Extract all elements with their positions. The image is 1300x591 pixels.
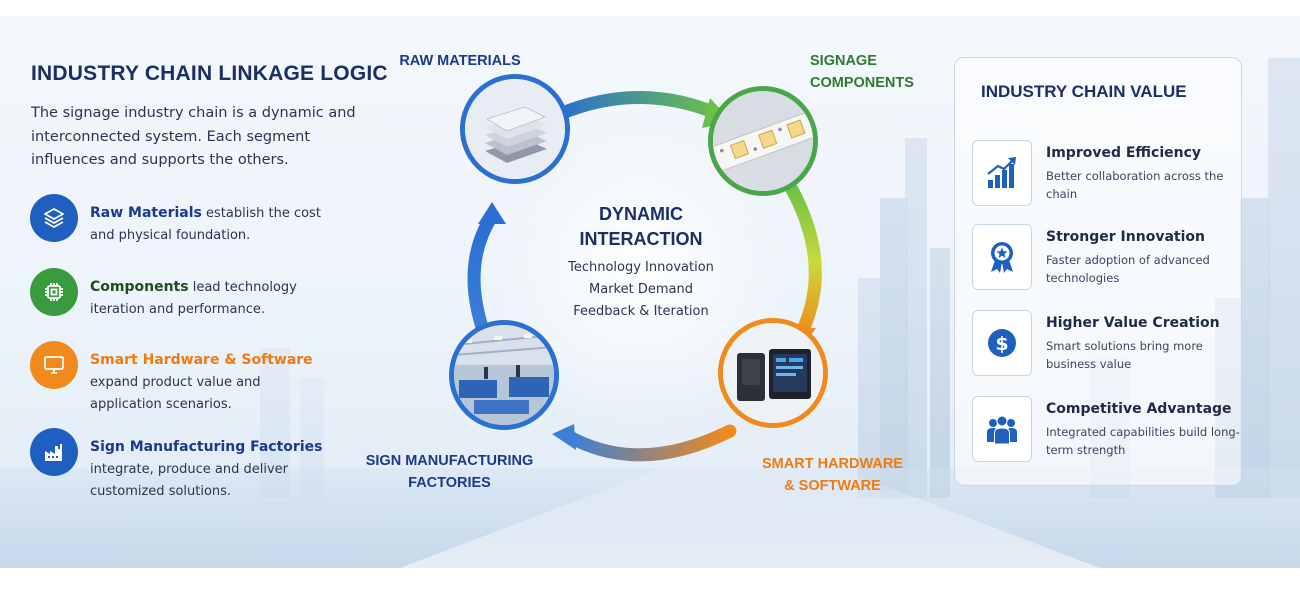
- team-icon: [972, 396, 1032, 462]
- segment-name: Raw Materials: [90, 205, 202, 221]
- node-label-raw-materials: RAW MATERIALS: [399, 53, 521, 69]
- value-item-title: Stronger Innovation: [1046, 229, 1205, 245]
- layers-icon: [30, 194, 78, 242]
- segment-desc: expand product value and application sce…: [90, 375, 261, 412]
- segment-desc: integrate, produce and deliver customize…: [90, 462, 289, 499]
- node-label-smart-hardware: SMART HARDWARE & SOFTWARE: [762, 456, 903, 494]
- factory-icon: [30, 428, 78, 476]
- page-title: INDUSTRY CHAIN LINKAGE LOGIC: [31, 62, 388, 85]
- segment-desc: establish the cost and physical foundati…: [90, 206, 321, 243]
- controller-devices-illustration: [723, 323, 823, 423]
- value-item-title: Higher Value Creation: [1046, 315, 1220, 331]
- value-item-title: Competitive Advantage: [1046, 401, 1232, 417]
- arrow-factories-to-raw: [467, 209, 499, 343]
- center-glow: [490, 126, 790, 426]
- arrow-raw-to-components: [553, 91, 725, 121]
- node-label-sign-factories: SIGN MANUFACTURING FACTORIES: [365, 453, 534, 491]
- segment-name: Sign Manufacturing Factories: [90, 439, 323, 455]
- svg-text:$: $: [995, 333, 1008, 355]
- award-ribbon-icon: [972, 224, 1032, 290]
- center-title: DYNAMIC INTERACTION: [579, 204, 703, 249]
- segment-desc: lead technology iteration and performanc…: [90, 280, 297, 317]
- center-item: Technology Innovation: [568, 260, 714, 275]
- segment-name: Smart Hardware & Software: [90, 352, 313, 368]
- center-item: Market Demand: [589, 282, 693, 297]
- city-skyline-background: [0, 16, 1300, 568]
- value-title: INDUSTRY CHAIN VALUE: [981, 82, 1187, 101]
- center-item: Feedback & Iteration: [573, 304, 709, 319]
- factory-floor-illustration: [454, 325, 554, 425]
- node-signage-components: [708, 86, 818, 196]
- node-raw-materials: [460, 74, 570, 184]
- arrow-components-to-hardware: [783, 179, 822, 343]
- intro-text: The signage industry chain is a dynamic …: [31, 105, 356, 168]
- node-sign-factories: [449, 320, 559, 430]
- led-strip-illustration: [713, 91, 813, 191]
- value-item-desc: Faster adoption of advanced technologies: [1046, 253, 1210, 285]
- segment-name: Components: [90, 279, 189, 295]
- value-item-desc: Better collaboration across the chain: [1046, 169, 1224, 201]
- value-item-desc: Smart solutions bring more business valu…: [1046, 339, 1203, 371]
- growth-chart-icon: [972, 140, 1032, 206]
- value-item-title: Improved Efficiency: [1046, 145, 1202, 161]
- node-smart-hardware: [718, 318, 828, 428]
- infographic-canvas: INDUSTRY CHAIN LINKAGE LOGIC The signage…: [0, 16, 1300, 568]
- center-list: Technology Innovation Market Demand Feed…: [551, 257, 731, 323]
- metal-sheets-illustration: [465, 79, 565, 179]
- value-panel: INDUSTRY CHAIN VALUE Improved Efficiency…: [954, 57, 1242, 486]
- node-label-signage-components: SIGNAGE COMPONENTS: [810, 53, 914, 91]
- value-item-desc: Integrated capabilities build long-term …: [1046, 425, 1240, 457]
- monitor-icon: [30, 341, 78, 389]
- dollar-icon: $: [972, 310, 1032, 376]
- chip-icon: [30, 268, 78, 316]
- arrow-hardware-to-factories: [561, 424, 737, 462]
- arrow-head-raw: [478, 202, 506, 224]
- arrow-head-factories: [552, 424, 576, 450]
